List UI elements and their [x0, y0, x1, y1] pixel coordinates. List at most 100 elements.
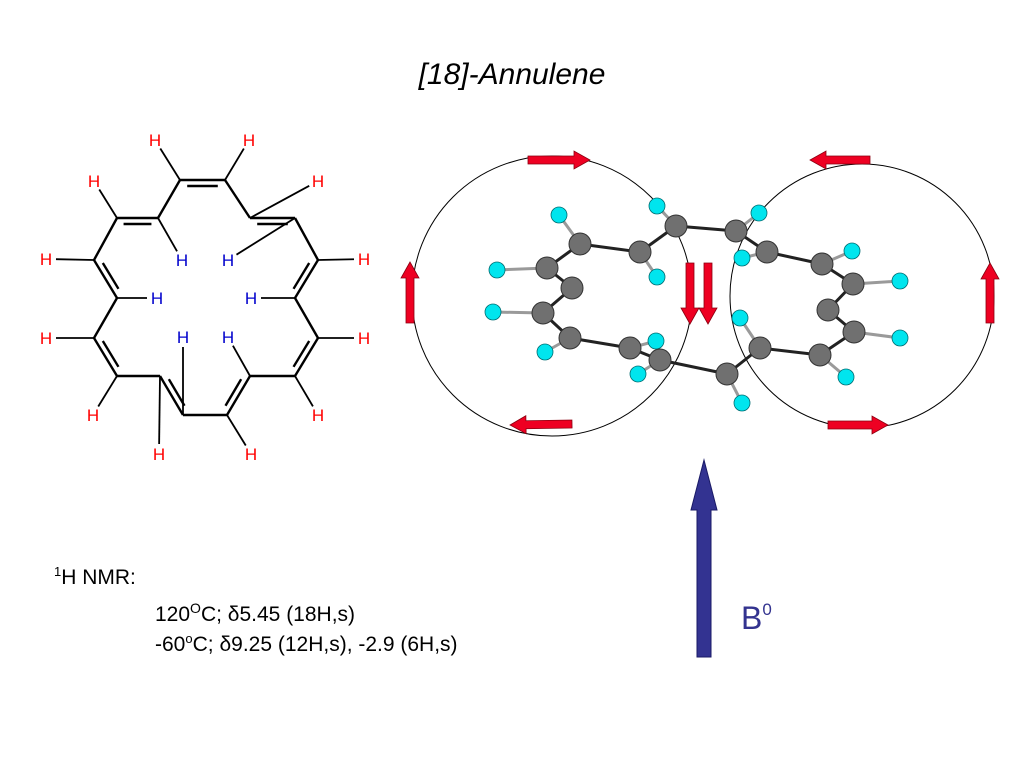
single-bond: [92, 297, 119, 339]
c-h-bond: [249, 184, 310, 219]
ring-current-model: [400, 150, 1000, 437]
double-bond-line: [167, 378, 186, 407]
current-arrow-right: [980, 262, 1000, 324]
outer-hydrogen-label: H: [358, 250, 370, 269]
outer-hydrogen-label: H: [40, 329, 52, 348]
c-h-bond: [224, 148, 245, 181]
single-bond: [293, 337, 320, 377]
current-loop-right: [729, 163, 995, 429]
outer-hydrogen-label: H: [245, 445, 257, 464]
current-arrow-left: [400, 261, 420, 324]
double-bond-line: [292, 340, 311, 368]
inner-hydrogen-label: H: [222, 328, 234, 347]
hydrogen-atom: [837, 368, 855, 386]
c-h-bond: [159, 148, 181, 181]
single-bond: [158, 375, 185, 416]
carbon-atom: [724, 219, 748, 243]
hydrogen-atom: [733, 394, 751, 412]
double-bond-line: [224, 378, 243, 407]
outer-hydrogen-label: H: [243, 131, 255, 150]
carbon-atom: [560, 276, 584, 300]
carbon-atom: [842, 320, 866, 344]
hydrogen-atom: [731, 309, 749, 327]
hydrogen-atom: [648, 268, 666, 286]
c-h-bond: [235, 217, 296, 256]
carbon-atom: [755, 240, 779, 264]
c-h-bond: [158, 375, 161, 445]
c-h-bond: [226, 414, 247, 446]
carbon-atom: [816, 298, 840, 322]
single-bond: [293, 217, 320, 261]
current-arrow-bottom-right: [827, 415, 889, 435]
current-arrow-top-left: [527, 150, 591, 170]
double-bond-line: [101, 262, 120, 290]
page-title: [18]-Annulene: [418, 58, 606, 91]
hydrogen-atom: [536, 343, 554, 361]
carbon-atom: [568, 232, 592, 256]
hydrogen-atom: [891, 272, 909, 290]
hydrogen-atom: [843, 242, 861, 260]
hydrogen-atom: [733, 249, 751, 267]
double-bond-line: [101, 340, 120, 368]
c-h-bond: [55, 258, 95, 261]
carbon-atom: [808, 343, 832, 367]
outer-hydrogen-label: H: [88, 172, 100, 191]
outer-hydrogen-label: H: [149, 131, 161, 150]
nmr-header: 1H NMR:: [54, 564, 136, 589]
nmr-line-2: -60oC; δ9.25 (12H,s), -2.9 (6H,s): [155, 631, 458, 656]
c-h-bond: [317, 258, 355, 261]
single-bond: [92, 259, 119, 299]
outer-hydrogen-label: H: [358, 329, 370, 348]
outer-hydrogen-label: H: [87, 406, 99, 425]
hydrogen-atom: [648, 197, 666, 215]
current-arrow-bottom-left: [509, 415, 573, 435]
single-bond: [225, 375, 252, 416]
double-bond-line: [292, 262, 311, 290]
inner-hydrogen-label: H: [151, 289, 163, 308]
carbon-atom: [648, 348, 672, 372]
carbon-atom: [841, 272, 865, 296]
hydrogen-atom: [484, 303, 502, 321]
c-h-bond: [98, 189, 118, 219]
c-h-bond: [97, 375, 118, 407]
carbon-atom: [715, 362, 739, 386]
single-bond: [92, 217, 119, 261]
current-arrow-top-right: [809, 150, 871, 170]
current-arrow-center-2: [698, 262, 718, 325]
carbon-atom: [748, 336, 772, 360]
inner-hydrogen-label: H: [176, 251, 188, 270]
hydrogen-atom: [891, 329, 909, 347]
c-h-bond: [294, 375, 314, 407]
hydrogen-atom: [488, 261, 506, 279]
single-bond: [156, 179, 182, 219]
field-label: B0: [741, 600, 772, 636]
single-bond: [223, 179, 252, 219]
carbon-atom: [618, 336, 642, 360]
field-arrow: [690, 458, 718, 658]
inner-hydrogen-label: H: [245, 289, 257, 308]
hydrogen-atom: [647, 332, 665, 350]
hydrogen-atom: [550, 206, 568, 224]
outer-hydrogen-label: H: [153, 445, 165, 464]
inner-hydrogen-label: H: [222, 251, 234, 270]
carbon-atom: [558, 326, 582, 350]
single-bond: [92, 337, 119, 377]
carbon-atom: [810, 252, 834, 276]
inner-hydrogen-label: H: [177, 328, 189, 347]
nmr-line-1: 120OC; δ5.45 (18H,s): [155, 600, 356, 626]
hydrogen-atom: [750, 204, 768, 222]
carbon-atom: [535, 256, 559, 280]
single-bond: [293, 259, 320, 299]
outer-hydrogen-label: H: [312, 172, 324, 191]
c-h-bond: [232, 345, 251, 377]
outer-hydrogen-label: H: [312, 406, 324, 425]
carbon-atom: [664, 214, 688, 238]
magnetic-field: [690, 458, 718, 658]
current-arrow-center-1: [680, 262, 700, 325]
carbon-atom: [531, 301, 555, 325]
current-loop-left: [411, 155, 693, 437]
carbon-atom: [628, 240, 652, 264]
single-bond: [293, 297, 320, 339]
